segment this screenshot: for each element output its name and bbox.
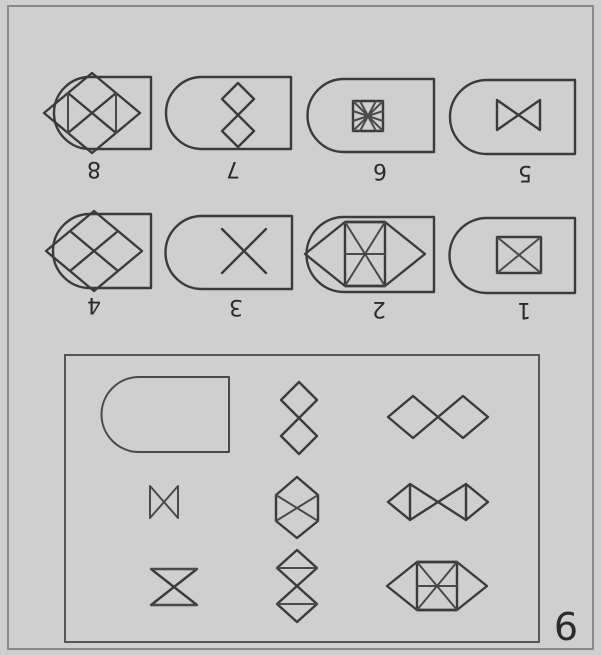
option-label-1: 1 xyxy=(517,297,531,322)
option-label-3: 3 xyxy=(229,294,243,319)
option-label-2: 2 xyxy=(372,296,386,321)
option-label-4: 4 xyxy=(87,292,101,317)
option-label-7: 7 xyxy=(226,156,240,181)
puzzle-number: 6 xyxy=(554,605,578,649)
option-label-5: 5 xyxy=(518,160,532,185)
option-label-6: 6 xyxy=(373,158,387,183)
option-label-8: 8 xyxy=(87,156,101,181)
